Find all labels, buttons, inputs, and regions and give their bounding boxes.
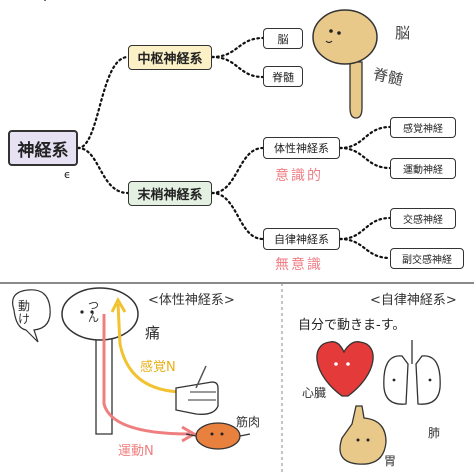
parasympathetic-node: 副交感神経 bbox=[390, 248, 464, 269]
sensory-label: 感覚N bbox=[140, 360, 176, 375]
central-label: 中枢神経系 bbox=[137, 52, 203, 67]
motor-nerve-label: 運動神経 bbox=[403, 165, 443, 176]
needle-icon bbox=[195, 365, 207, 389]
parasympathetic-label: 副交感神経 bbox=[402, 255, 452, 266]
muscle-label: 筋肉 bbox=[236, 415, 261, 429]
tsun-label: つん bbox=[88, 299, 99, 324]
motor-nerve-node: 運動神経 bbox=[390, 158, 456, 179]
spinal-cord-node: 脊髄 bbox=[263, 66, 303, 87]
peripheral-node: 末梢神経系 bbox=[128, 181, 212, 206]
somatic-node: 体性神経系 bbox=[263, 137, 340, 159]
autonomic-note: 無意識 bbox=[275, 257, 323, 273]
root-tick: ϵ bbox=[64, 168, 71, 181]
brain-spinal-cord-icon bbox=[312, 9, 378, 119]
muscle-icon bbox=[185, 422, 251, 450]
autonomic-panel-title: <自律神経系> bbox=[370, 293, 457, 308]
somatic-illustration bbox=[12, 287, 251, 450]
root-node: 神経系 bbox=[8, 130, 78, 166]
autonomic-caption: 自分で動きま-す。 bbox=[298, 318, 406, 333]
lung-label: 肺 bbox=[428, 426, 441, 440]
sensory-nerve-label: 感覚神経 bbox=[403, 124, 443, 135]
move-speech: 動け bbox=[18, 299, 31, 326]
peripheral-label: 末梢神経系 bbox=[137, 188, 203, 203]
heart-icon bbox=[316, 341, 374, 397]
stomach-label: 胃 bbox=[384, 454, 397, 468]
hand-icon bbox=[175, 381, 219, 415]
autonomic-illustration bbox=[316, 340, 441, 465]
lungs-icon bbox=[383, 340, 441, 405]
brain-label: 脳 bbox=[277, 32, 289, 46]
speech-bubble bbox=[12, 289, 51, 343]
ouch-label: 痛 bbox=[145, 324, 161, 342]
central-node: 中枢神経系 bbox=[128, 45, 212, 70]
motor-label: 運動N bbox=[118, 444, 154, 459]
spinal-cord-label: 脊髄 bbox=[272, 70, 294, 84]
motor-arrow bbox=[102, 314, 191, 436]
somatic-label: 体性神経系 bbox=[274, 142, 329, 155]
heart-label: 心臓 bbox=[302, 386, 327, 400]
somatic-panel-title: <体性神経系> bbox=[148, 293, 235, 308]
autonomic-label: 自律神経系 bbox=[274, 233, 329, 246]
root-label: 神経系 bbox=[17, 140, 69, 161]
autonomic-node: 自律神経系 bbox=[263, 228, 340, 250]
brain-annotation: 脳 bbox=[395, 24, 411, 42]
brain-node: 脳 bbox=[263, 28, 303, 49]
somatic-note: 意識的 bbox=[275, 168, 323, 184]
stomach-icon bbox=[339, 405, 387, 465]
sensory-nerve-node: 感覚神経 bbox=[390, 117, 456, 138]
sympathetic-label: 交感神経 bbox=[403, 215, 443, 226]
sympathetic-node: 交感神経 bbox=[390, 208, 456, 229]
